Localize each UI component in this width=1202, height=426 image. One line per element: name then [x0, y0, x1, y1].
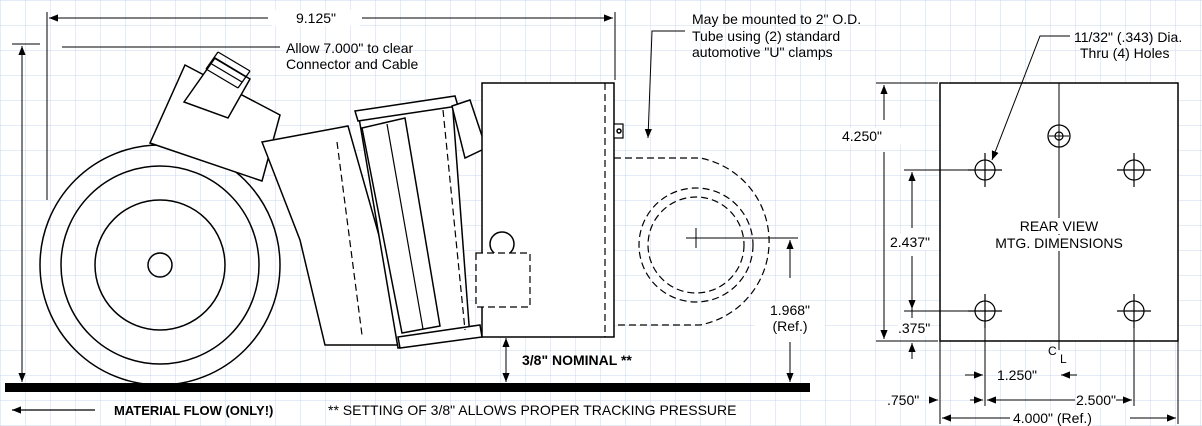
height-label: 4.250" — [842, 128, 912, 144]
connector-symbol — [1047, 124, 1071, 148]
ground-bar — [5, 383, 810, 392]
hspacing-label: 2.500" — [1076, 392, 1117, 408]
rear-view-title-line1: REAR VIEW — [999, 218, 1119, 234]
mount-note-line2: Tube using (2) standard — [692, 28, 841, 44]
set-screw-dot — [616, 128, 622, 134]
clearance-label-line2: Connector and Cable — [286, 56, 419, 72]
side-offset-label: .750" — [887, 392, 920, 408]
roller-cylinder — [361, 117, 441, 334]
centerline-c: C — [1048, 344, 1057, 358]
tube-clamp — [614, 157, 770, 326]
tube-centerline — [686, 228, 798, 248]
connector-thread — [205, 51, 251, 89]
rear-view — [876, 35, 1179, 424]
tube-outer — [638, 187, 754, 303]
roller-hidden-line — [442, 109, 466, 331]
vspacing-label: 2.437" — [890, 234, 931, 250]
centerline-l: L — [1060, 352, 1067, 366]
rear-view-title-line2: MTG. DIMENSIONS — [974, 235, 1144, 251]
axle-height-value: 1.968" — [755, 302, 825, 318]
arm-body — [260, 125, 411, 346]
lock-body — [475, 252, 531, 308]
mount-note-line3: automotive "U" clamps — [692, 44, 833, 60]
center-offset-label: 1.250" — [997, 367, 1038, 383]
clearance-label-line1: Allow 7.000" to clear — [286, 40, 414, 56]
flow-label: MATERIAL FLOW (ONLY!) — [114, 403, 274, 418]
connector-nut — [182, 56, 252, 119]
wheel-tread — [60, 165, 260, 365]
overall-length-label: 9.125" — [272, 10, 360, 26]
connector-housing — [148, 63, 281, 182]
width-label: 4.000" (Ref.) — [1013, 410, 1092, 426]
side-view — [5, 12, 810, 414]
hole-note-line1: 11/32" (.343) Dia. — [1074, 29, 1183, 45]
mount-note-leader — [644, 30, 685, 139]
nominal-gap-label: 3/8" NOMINAL ** — [522, 352, 632, 368]
roller-inner-line — [386, 123, 424, 330]
setting-note: ** SETTING OF 3/8" ALLOWS PROPER TRACKIN… — [328, 402, 737, 418]
mount-note-line1: May be mounted to 2" O.D. — [692, 11, 862, 27]
bottom-offset-label: .375" — [898, 320, 931, 336]
clamp-bracket — [614, 157, 770, 326]
wheel-rim — [94, 199, 226, 331]
axle-height-ref: (Ref.) — [755, 318, 825, 334]
set-screw — [613, 123, 624, 139]
hole-note-line2: Thru (4) Holes — [1080, 45, 1170, 61]
wheel-hub — [147, 252, 173, 278]
tube-inner — [647, 196, 745, 294]
hole-note-leader — [991, 35, 1070, 161]
